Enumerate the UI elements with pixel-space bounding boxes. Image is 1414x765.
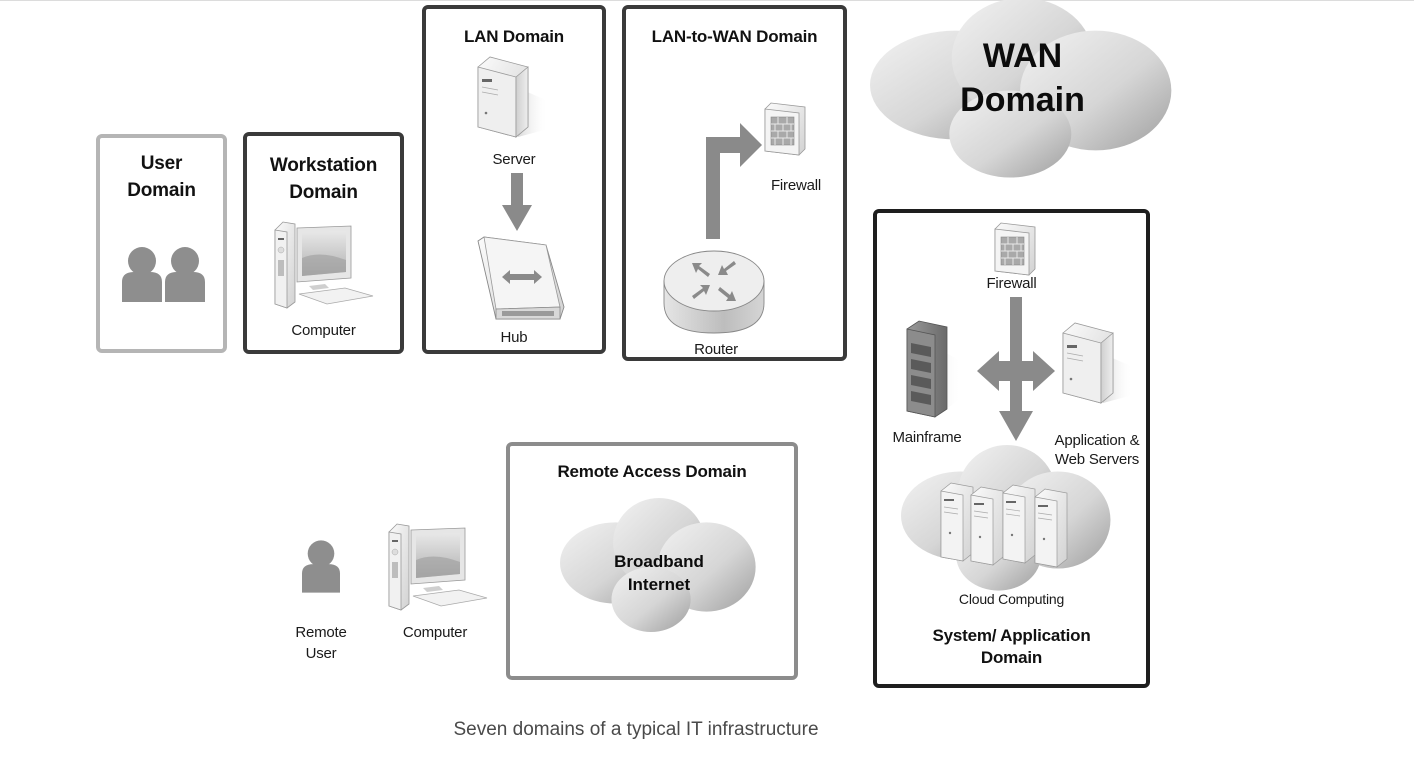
broadband-internet-cloud: Broadband Internet bbox=[560, 498, 758, 636]
four-way-arrow-icon bbox=[977, 297, 1055, 441]
router-to-firewall-arrow-icon bbox=[706, 123, 766, 239]
app-web-servers-icon bbox=[1062, 322, 1138, 408]
remote-access-domain-box: Remote Access Domain Broadband Internet bbox=[506, 442, 798, 680]
mainframe-label: Mainframe bbox=[892, 429, 962, 446]
remote-user-label-line2: User bbox=[305, 645, 337, 662]
lan-to-wan-firewall-label: Firewall bbox=[770, 177, 822, 194]
hub-icon bbox=[476, 236, 566, 327]
user-domain-title: User Domain bbox=[100, 150, 223, 204]
remote-computer-icon bbox=[388, 523, 489, 614]
workstation-domain-title-line1: Workstation bbox=[269, 155, 378, 176]
lan-domain-title: LAN Domain bbox=[463, 27, 564, 46]
desktop-computer-icon bbox=[274, 221, 375, 312]
workstation-domain-box: Workstation Domain Computer bbox=[243, 132, 404, 354]
system-application-title-line2: Domain bbox=[980, 648, 1043, 667]
remote-computer-label: Computer bbox=[402, 624, 468, 641]
workstation-computer-label: Computer bbox=[291, 322, 356, 339]
cloud-computing-label: Cloud Computing bbox=[958, 591, 1065, 607]
remote-user-icon bbox=[302, 537, 340, 595]
user-domain-title-line1: User bbox=[140, 153, 183, 174]
lan-hub-label: Hub bbox=[500, 329, 528, 346]
wan-domain-title-line1: WAN bbox=[982, 37, 1063, 75]
broadband-internet-line1: Broadband bbox=[614, 552, 704, 571]
workstation-domain-title: Workstation Domain bbox=[247, 152, 400, 206]
lan-to-wan-domain-title: LAN-to-WAN Domain bbox=[651, 27, 818, 46]
mainframe-icon bbox=[906, 320, 963, 421]
broadband-internet-label: Broadband Internet bbox=[560, 550, 758, 596]
system-application-domain-box: Firewall Mainframe Application & Web Ser… bbox=[873, 209, 1150, 688]
wan-domain-title: WAN Domain bbox=[870, 34, 1175, 122]
cloud-servers-group bbox=[940, 481, 1091, 571]
system-application-title-line1: System/ Application bbox=[932, 626, 1091, 645]
cloud-computing-icon bbox=[901, 445, 1113, 595]
remote-user-label-line1: Remote bbox=[295, 624, 347, 641]
user-domain-title-line2: Domain bbox=[127, 180, 196, 201]
server-icon bbox=[477, 56, 553, 142]
user-domain-box: User Domain bbox=[96, 134, 227, 353]
lan-to-wan-router-label: Router bbox=[694, 341, 738, 358]
lan-domain-box: LAN Domain Server Hub bbox=[422, 5, 606, 354]
system-firewall-label: Firewall bbox=[986, 275, 1037, 292]
down-arrow-icon bbox=[502, 173, 532, 231]
app-web-servers-label: Application & Web Servers bbox=[1047, 431, 1147, 469]
app-web-servers-label-line1: Application & bbox=[1054, 432, 1140, 449]
top-divider bbox=[0, 0, 1414, 1]
lan-to-wan-domain-box: LAN-to-WAN Domain Firewall Router bbox=[622, 5, 847, 361]
app-web-servers-label-line2: Web Servers bbox=[1054, 451, 1140, 468]
users-icon bbox=[122, 244, 208, 304]
remote-user-label: Remote User bbox=[281, 622, 361, 664]
figure-caption: Seven domains of a typical IT infrastruc… bbox=[453, 719, 819, 740]
firewall-icon bbox=[764, 102, 813, 163]
lan-server-label: Server bbox=[492, 151, 536, 168]
broadband-internet-line2: Internet bbox=[627, 575, 691, 594]
workstation-domain-title-line2: Domain bbox=[289, 182, 358, 203]
remote-access-domain-title: Remote Access Domain bbox=[557, 462, 747, 481]
system-application-domain-title: System/ Application Domain bbox=[877, 625, 1146, 669]
router-icon bbox=[662, 249, 766, 335]
wan-domain-cloud: WAN Domain bbox=[870, 0, 1175, 183]
wan-domain-title-line2: Domain bbox=[960, 81, 1085, 119]
